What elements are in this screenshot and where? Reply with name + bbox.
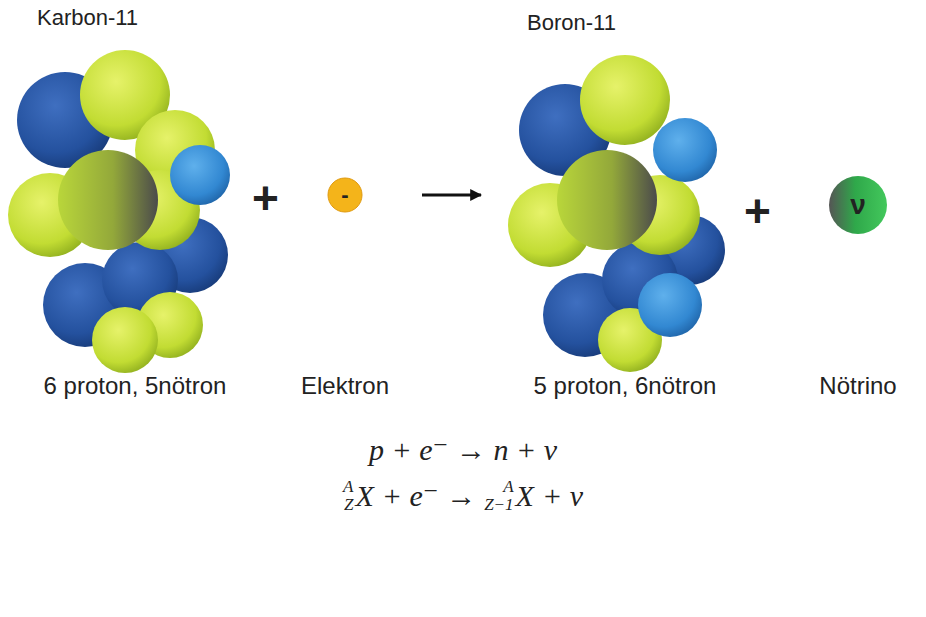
particle-caption: Nötrino — [797, 372, 919, 400]
carbon-nucleus — [8, 50, 230, 373]
particle-caption: 6 proton, 5nötron — [2, 372, 268, 400]
equation-part: X — [516, 479, 534, 513]
particle-symbol: - — [327, 177, 363, 213]
equation-part: X — [355, 479, 373, 513]
particle-symbol: ν — [828, 175, 888, 235]
reaction-arrow — [422, 194, 481, 197]
equation-row: AZX+ e⁻ →AZ−1X+ ν — [0, 478, 926, 514]
plus-sign: + — [252, 175, 279, 221]
nuclide-indices: AZ — [343, 478, 353, 514]
equation-term: X — [355, 479, 373, 512]
neutrino-node: νNötrino — [797, 175, 919, 400]
equation-term: + e⁻ → — [382, 479, 476, 512]
nuclide-index: Z — [344, 496, 353, 514]
equation: p + e⁻ → n + ν — [369, 432, 557, 467]
boron-nucleus — [508, 55, 725, 372]
boron-nucleus-node: Boron-11 5 proton, 6nötron — [497, 10, 753, 400]
plus-sign: + — [744, 188, 771, 234]
particle-disc: - — [327, 177, 363, 213]
carbon-nucleus-node: Karbon-11 6 proton, 5nötron — [2, 5, 268, 400]
particle-disc: ν — [828, 175, 888, 235]
particle-caption: Elektron — [282, 372, 408, 400]
nuclide-index: A — [343, 478, 353, 496]
nuclide-index: Z−1 — [484, 496, 513, 514]
nucleus-name: Boron-11 — [497, 10, 753, 36]
particle-caption: 5 proton, 6nötron — [497, 372, 753, 400]
nucleus-name: Karbon-11 — [2, 5, 268, 31]
nuclide-indices: AZ−1 — [484, 478, 513, 514]
nuclide-index: A — [503, 478, 513, 496]
equation-part: + e⁻ → — [382, 478, 476, 513]
equation-term: + ν — [542, 479, 583, 512]
equation-part: + ν — [542, 479, 583, 513]
electron-node: - Elektron — [282, 177, 408, 400]
equation-term: X — [516, 479, 534, 512]
